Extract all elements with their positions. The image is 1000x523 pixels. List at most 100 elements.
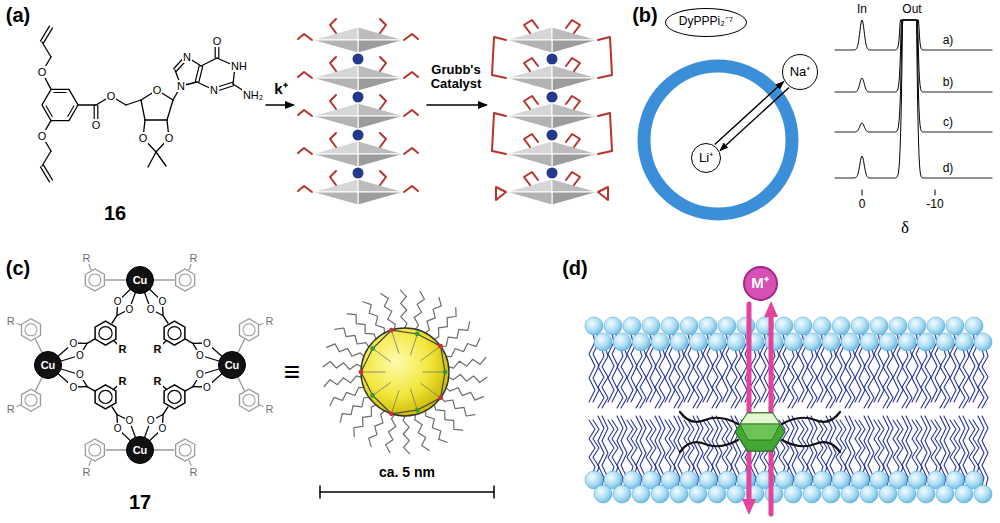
lipid-tail [640,346,646,408]
lipid-tail [650,420,656,476]
guanine-wedge [506,65,552,78]
bond-line [87,339,95,343]
lipid-tail [636,346,642,408]
nmr-trace [835,20,992,92]
lipid-tail [817,420,823,476]
cyclized-group [524,96,538,109]
guanine-wedge [358,116,404,129]
channel-tail [782,412,840,424]
lipid-head [898,333,916,351]
node-text: Li⁺ [699,151,713,165]
metal-node: Cu [126,266,154,294]
substituent-label: R [117,343,127,355]
lipid-head [670,333,688,351]
lipid-head [974,485,992,503]
bond-line [112,316,117,324]
lipid-head [974,333,992,351]
lipid-tail [840,420,846,476]
lipid-tail [773,346,779,408]
lipid-head [604,317,622,335]
substituent-bond [162,341,166,344]
ring-closed-link [492,37,506,78]
frame-atom [370,346,375,351]
bond-line [167,100,173,120]
lipid-tail [788,346,794,408]
node-text: Cu [225,359,240,371]
lipid-head [851,317,869,335]
lipid-tail [849,346,855,408]
linker-bond [106,449,126,450]
lipid-head [879,333,897,351]
lipid-tail [887,346,893,408]
vesicle-membrane [644,66,792,214]
bond-line [126,100,141,105]
channel-tail [782,440,840,452]
allyl-group [404,110,418,116]
double-bond [40,167,49,182]
capsule-frame [423,372,445,373]
alkyl-tail [354,404,378,436]
bond-line [163,407,168,415]
nmr-trace [835,20,992,50]
potassium-ion [353,168,364,179]
guanine-wedge [358,192,404,205]
atom-label: O [195,350,205,361]
trace-label: d) [942,162,955,175]
lipid-head [908,317,926,335]
cyclized-group [566,134,580,147]
bond-line [185,387,193,391]
outer-benzene-ring [176,269,195,291]
substituent-label: R [264,403,274,415]
lipid-tail [959,346,965,408]
capsule-frame [361,330,445,414]
frame-atom [438,344,443,349]
axis-tick [935,190,936,195]
allyl-group [404,148,418,154]
lipid-head [651,333,669,351]
inner-benzene-ring [95,321,116,345]
linker-bond [154,449,174,450]
lipid-head [613,485,631,503]
outer-benzene-ring [85,269,104,291]
outer-benzene-ring [240,389,259,411]
aromatic-circle [89,444,101,456]
lipid-head [936,333,954,351]
lipid-tail [688,420,694,476]
alkyl-tail [439,322,470,348]
lipid-tail [963,346,969,408]
lipid-head [860,485,878,503]
molecule-16 [40,26,247,182]
lipid-head [794,317,812,335]
exchange-arrow [715,82,784,145]
channel-tail [680,440,738,452]
atom-label: O [212,35,223,47]
lipid-tail [703,420,709,476]
panel-label: (d) [561,257,589,279]
allyl-group [330,133,336,147]
guanine-wedge [552,40,598,53]
atom-label: O [91,119,102,131]
aromatic-circle [243,324,255,336]
guanine-wedge [506,192,552,205]
polyhedron-facet [740,413,780,424]
substituent-bond [89,460,91,465]
substituent-bond [189,264,191,269]
benzene-ring [42,89,78,120]
guanine-wedge [358,27,404,40]
capsule-frame [421,346,441,360]
equivalence-sign: ≡ [283,357,301,388]
potassium-ion [547,92,558,103]
substituent-label: R [189,252,199,264]
lipid-tail [950,420,956,476]
oval-label-box: DyPPPi₂⁻⁷ [665,8,747,37]
lipid-tail [735,346,741,408]
allyl-group [380,171,386,185]
substituent-label: R [264,315,274,327]
guanine-wedge [312,141,358,154]
allyl-group [380,95,386,109]
lipid-head [594,485,612,503]
lipid-tail [655,346,661,408]
lipid-tail [802,420,808,476]
lipid-tail [978,346,984,408]
alkyl-tail [445,386,484,400]
